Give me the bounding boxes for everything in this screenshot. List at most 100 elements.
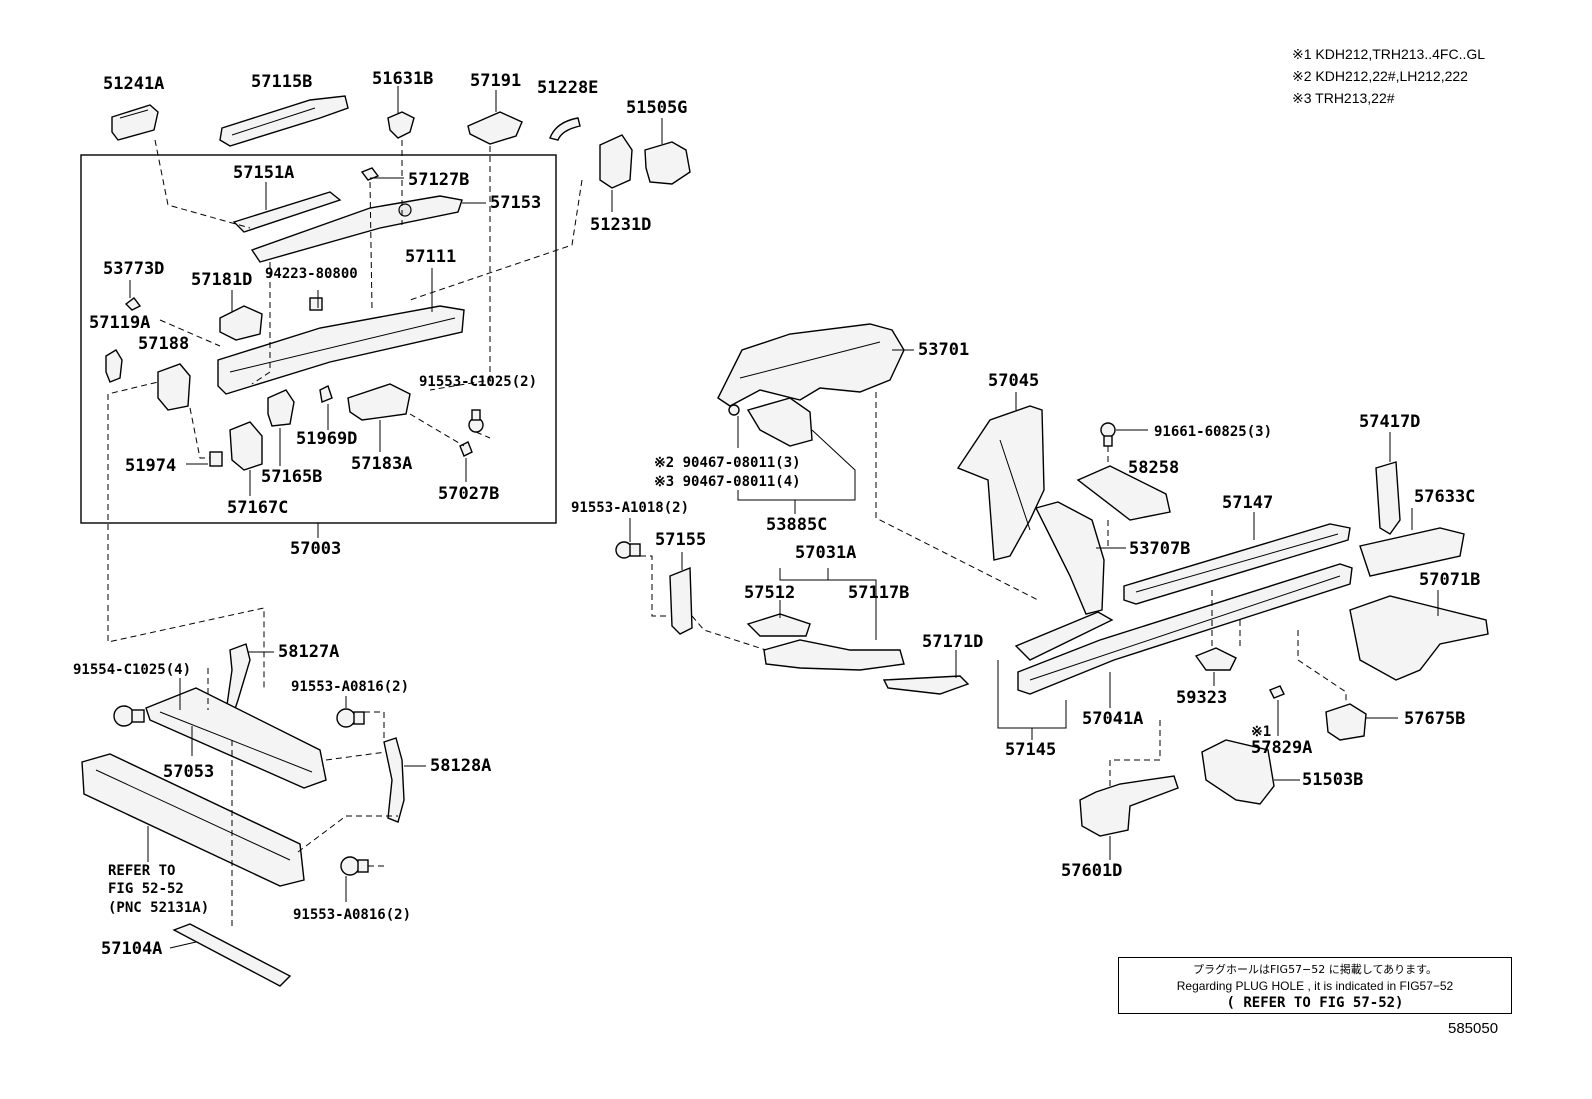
part-57053-shape[interactable] <box>145 687 327 789</box>
label-57127B[interactable]: 57127B <box>408 170 469 190</box>
part-57633C-shape[interactable] <box>1359 527 1465 577</box>
part-91553-A0816b-shape[interactable] <box>340 856 369 876</box>
label-94223-80800[interactable]: 94223-80800 <box>265 266 358 282</box>
part-53701-shape[interactable] <box>717 323 905 407</box>
part-57117B-shape[interactable] <box>763 639 905 671</box>
part-51974-shape[interactable] <box>209 451 223 467</box>
label-57171D[interactable]: 57171D <box>922 632 983 652</box>
label-57115B[interactable]: 57115B <box>251 72 312 92</box>
label-57041A[interactable]: 57041A <box>1082 709 1143 729</box>
part-94223-shape[interactable] <box>309 297 323 311</box>
part-53707B-shape[interactable] <box>1034 501 1105 615</box>
part-91553-A0816a-shape[interactable] <box>336 708 365 728</box>
label-91554-C1025[interactable]: 91554-C1025(4) <box>73 662 191 678</box>
label-53707B[interactable]: 53707B <box>1129 539 1190 559</box>
part-57119A-shape[interactable] <box>105 349 123 383</box>
label-57601D[interactable]: 57601D <box>1061 861 1122 881</box>
part-58258-shape[interactable] <box>1076 465 1171 521</box>
label-57191[interactable]: 57191 <box>470 71 521 91</box>
part-59323-shape[interactable] <box>1194 647 1237 671</box>
part-57188-shape[interactable] <box>157 363 191 411</box>
label-57633C[interactable]: 57633C <box>1414 487 1475 507</box>
part-57151A-shape[interactable] <box>232 191 342 233</box>
label-57147[interactable]: 57147 <box>1222 493 1273 513</box>
label-2-90467-08011[interactable]: ※2 90467-08011(3) <box>654 455 801 471</box>
label-91553-A0816-upper[interactable]: 91553-A0816(2) <box>291 679 409 695</box>
label-57512[interactable]: 57512 <box>744 583 795 603</box>
part-51505G-shape[interactable] <box>644 141 691 185</box>
part-51241A-shape[interactable] <box>111 104 159 141</box>
part-91554-C1025-shape[interactable] <box>113 705 145 727</box>
part-57417D-shape[interactable] <box>1375 461 1401 535</box>
label-57003[interactable]: 57003 <box>290 539 341 559</box>
part-57171D-shape[interactable] <box>882 675 970 695</box>
label-57183A[interactable]: 57183A <box>351 454 412 474</box>
label-51631B[interactable]: 51631B <box>372 69 433 89</box>
part-57183A-shape[interactable] <box>347 383 411 421</box>
label-91553-C1025[interactable]: 91553-C1025(2) <box>419 374 537 390</box>
label-58128A[interactable]: 58128A <box>430 756 491 776</box>
label-91553-A1018[interactable]: 91553-A1018(2) <box>571 500 689 516</box>
label-57111[interactable]: 57111 <box>405 247 456 267</box>
part-91553-C1025-shape[interactable] <box>468 409 484 433</box>
label-57145[interactable]: 57145 <box>1005 740 1056 760</box>
part-57071B-shape[interactable] <box>1349 595 1489 681</box>
part-91661-60825-shape[interactable] <box>1100 422 1116 447</box>
part-57167C-shape[interactable] <box>229 421 263 471</box>
label-57031A[interactable]: 57031A <box>795 543 856 563</box>
part-51228E-shape[interactable] <box>549 117 581 141</box>
part-51503B-shape[interactable] <box>1201 739 1275 805</box>
label-57045[interactable]: 57045 <box>988 371 1039 391</box>
part-57045-shape[interactable] <box>956 405 1045 561</box>
part-90467-clip-shape[interactable] <box>728 404 740 416</box>
part-57512-shape[interactable] <box>746 613 811 637</box>
part-57601D-shape[interactable] <box>1079 775 1179 837</box>
label-refer-fig-52-52[interactable]: FIG 52-52 <box>108 881 184 897</box>
part-57104A-shape[interactable] <box>172 923 292 987</box>
part-57155-shape[interactable] <box>669 566 693 635</box>
part-57829A-shape[interactable] <box>1269 685 1285 699</box>
label-57417D[interactable]: 57417D <box>1359 412 1420 432</box>
label-51505G[interactable]: 51505G <box>626 98 687 118</box>
label-51241A[interactable]: 51241A <box>103 74 164 94</box>
label-91553-A0816-lower[interactable]: 91553-A0816(2) <box>293 907 411 923</box>
label-57119A[interactable]: 57119A <box>89 313 150 333</box>
label-51974[interactable]: 51974 <box>125 456 176 476</box>
label-57165B[interactable]: 57165B <box>261 467 322 487</box>
label-57104A[interactable]: 57104A <box>101 939 162 959</box>
label-57167C[interactable]: 57167C <box>227 498 288 518</box>
label-57053[interactable]: 57053 <box>163 762 214 782</box>
part-57027B-shape[interactable] <box>459 441 473 457</box>
part-51631B-shape[interactable] <box>387 111 415 139</box>
part-57191-shape[interactable] <box>467 111 523 145</box>
part-91553-A1018-shape[interactable] <box>615 541 641 559</box>
label-51231D[interactable]: 51231D <box>590 215 651 235</box>
label-51228E[interactable]: 51228E <box>537 78 598 98</box>
label-53701[interactable]: 53701 <box>918 340 969 360</box>
label-57181D[interactable]: 57181D <box>191 270 252 290</box>
label-57117B[interactable]: 57117B <box>848 583 909 603</box>
part-57041A-shape[interactable] <box>1017 563 1353 695</box>
part-57675B-shape[interactable] <box>1325 703 1367 741</box>
label-58258[interactable]: 58258 <box>1128 458 1179 478</box>
label-3-90467-08011[interactable]: ※3 90467-08011(4) <box>654 474 801 490</box>
label-57675B[interactable]: 57675B <box>1404 709 1465 729</box>
part-57145-shape[interactable] <box>1014 611 1114 661</box>
label-57153[interactable]: 57153 <box>490 193 541 213</box>
label-57188[interactable]: 57188 <box>138 334 189 354</box>
label-57151A[interactable]: 57151A <box>233 163 294 183</box>
label-57155[interactable]: 57155 <box>655 530 706 550</box>
label-57071B[interactable]: 57071B <box>1419 570 1480 590</box>
label-53885C[interactable]: 53885C <box>766 515 827 535</box>
part-57127B-shape[interactable] <box>360 167 380 181</box>
part-51969D-shape[interactable] <box>319 385 333 403</box>
label-51503B[interactable]: 51503B <box>1302 770 1363 790</box>
label-53773D[interactable]: 53773D <box>103 259 164 279</box>
label-51969D[interactable]: 51969D <box>296 429 357 449</box>
part-57111-shape[interactable] <box>217 305 465 395</box>
part-53885C-shape[interactable] <box>746 397 813 447</box>
label-59323[interactable]: 59323 <box>1176 688 1227 708</box>
part-51231D-shape[interactable] <box>599 134 633 189</box>
part-53773D-shape[interactable] <box>124 297 142 311</box>
part-57115B-shape[interactable] <box>219 95 349 147</box>
